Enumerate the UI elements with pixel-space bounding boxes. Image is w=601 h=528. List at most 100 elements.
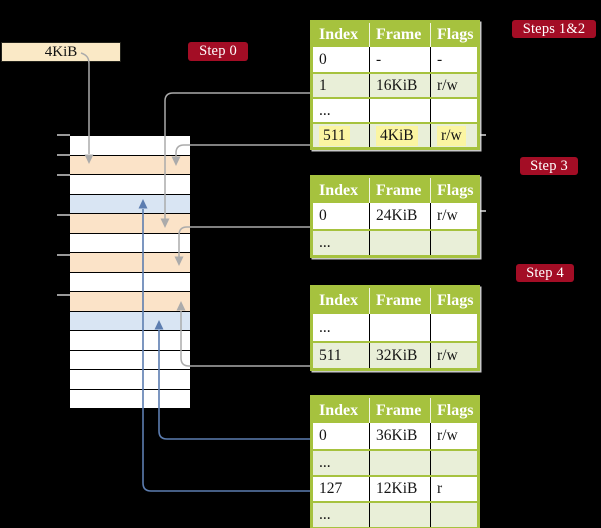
cell-value: r/w	[437, 346, 458, 364]
table-row: ...	[313, 449, 477, 475]
table-cell: r/w	[430, 74, 477, 97]
arrow-box-to-root-frame	[80, 52, 90, 154]
header-cell: Frame	[369, 288, 430, 314]
arrowhead-down-icon	[160, 218, 170, 228]
memory-frame-row-orange	[70, 253, 190, 273]
table-cell: 1	[313, 74, 369, 97]
table-cell: 32KiB	[369, 343, 430, 368]
memory-frame-row-white	[70, 389, 190, 409]
arrowhead-down-icon	[174, 256, 184, 266]
table-cell: ...	[313, 99, 369, 122]
table-cell: 0	[313, 423, 369, 449]
table-row: ...	[313, 314, 477, 341]
header-cell: Frame	[369, 23, 430, 47]
arrow-step4-to-32kib	[180, 311, 310, 367]
cell-value: 16KiB	[376, 76, 418, 94]
table-row: ...	[313, 229, 477, 255]
table-cell: -	[369, 47, 430, 72]
header-cell: Frame	[369, 178, 430, 203]
table-cell	[430, 99, 477, 122]
highlighted-value: r/w	[437, 125, 466, 146]
cell-value: ...	[319, 101, 331, 119]
table-row: 0 - -	[313, 47, 477, 72]
physical-memory-stack	[70, 135, 190, 409]
cell-value: 511	[319, 346, 342, 364]
cell-value: -	[437, 50, 443, 68]
cell-value: r/w	[437, 76, 458, 94]
highlighted-value: 511	[319, 125, 350, 146]
root-table-address-label: 4KiB	[44, 43, 78, 60]
table-cell	[369, 231, 430, 255]
step-0-badge: Step 0	[188, 42, 248, 61]
table-cell: 0	[313, 47, 369, 72]
header-cell: Flags	[430, 178, 477, 203]
arrowhead-down-icon	[84, 154, 94, 164]
cell-value: r/w	[437, 207, 458, 224]
table-cell	[430, 314, 477, 341]
table-cell: r/w	[430, 423, 477, 449]
cell-value: -	[376, 50, 382, 68]
arrow-selfmap-to-4kib	[175, 144, 310, 157]
memory-frame-row-orange	[70, 155, 190, 175]
table-row: 0 24KiB r/w	[313, 203, 477, 229]
table-row: ...	[313, 97, 477, 122]
cell-value: 0	[319, 427, 327, 444]
highlighted-value: 4KiB	[376, 125, 418, 146]
table-cell: ...	[313, 314, 369, 341]
cell-value: 36KiB	[376, 427, 418, 444]
steps-1-2-badge: Steps 1&2	[512, 20, 596, 38]
cell-value: 24KiB	[376, 207, 418, 224]
cell-value: ...	[319, 318, 331, 336]
header-cell: Flags	[430, 398, 477, 423]
table-cell: 511	[313, 124, 369, 147]
table-cell: 24KiB	[369, 203, 430, 229]
arrow-root-row1-to-16kib	[164, 92, 310, 219]
arrowhead-up-icon	[176, 301, 186, 311]
table-cell: ...	[313, 231, 369, 255]
header-cell: Flags	[430, 23, 477, 47]
table-cell	[369, 503, 430, 527]
table-row: ...	[313, 501, 477, 527]
table-cell	[430, 503, 477, 527]
table-cell: 36KiB	[369, 423, 430, 449]
cell-value: ...	[319, 234, 331, 251]
arrowhead-down-icon	[171, 156, 181, 166]
table-cell: r/w	[430, 203, 477, 229]
table-cell	[430, 231, 477, 255]
header-cell: Index	[319, 181, 359, 199]
table-cell: r/w	[430, 343, 477, 368]
table-cell	[369, 314, 430, 341]
cell-value: 127	[319, 480, 343, 497]
table-cell	[430, 451, 477, 475]
table-cell: 511	[313, 343, 369, 368]
arrow-step3-to-24kib	[178, 226, 310, 257]
memory-frame-row-orange	[70, 292, 190, 312]
table-row: 511 32KiB r/w	[313, 341, 477, 368]
table-cell: 16KiB	[369, 74, 430, 97]
table-cell: 0	[313, 203, 369, 229]
table-row: 1 16KiB r/w	[313, 72, 477, 97]
cell-value: 0	[319, 50, 327, 68]
table-cell: r	[430, 477, 477, 501]
table-cell: -	[430, 47, 477, 72]
memory-frame-row-white	[70, 136, 190, 156]
table-cell	[369, 451, 430, 475]
table-cell: 12KiB	[369, 477, 430, 501]
memory-frame-row-white	[70, 233, 190, 253]
cell-value: 1	[319, 76, 327, 94]
step-3-badge: Step 3	[520, 157, 578, 175]
memory-frame-row-orange	[70, 214, 190, 234]
cell-value: ...	[319, 506, 331, 523]
step-4-badge: Step 4	[516, 264, 574, 282]
cell-value: 32KiB	[376, 346, 418, 364]
memory-frame-row-white	[70, 272, 190, 292]
table-cell: r/w	[430, 124, 477, 147]
table-row: 511 4KiB r/w	[313, 122, 477, 147]
